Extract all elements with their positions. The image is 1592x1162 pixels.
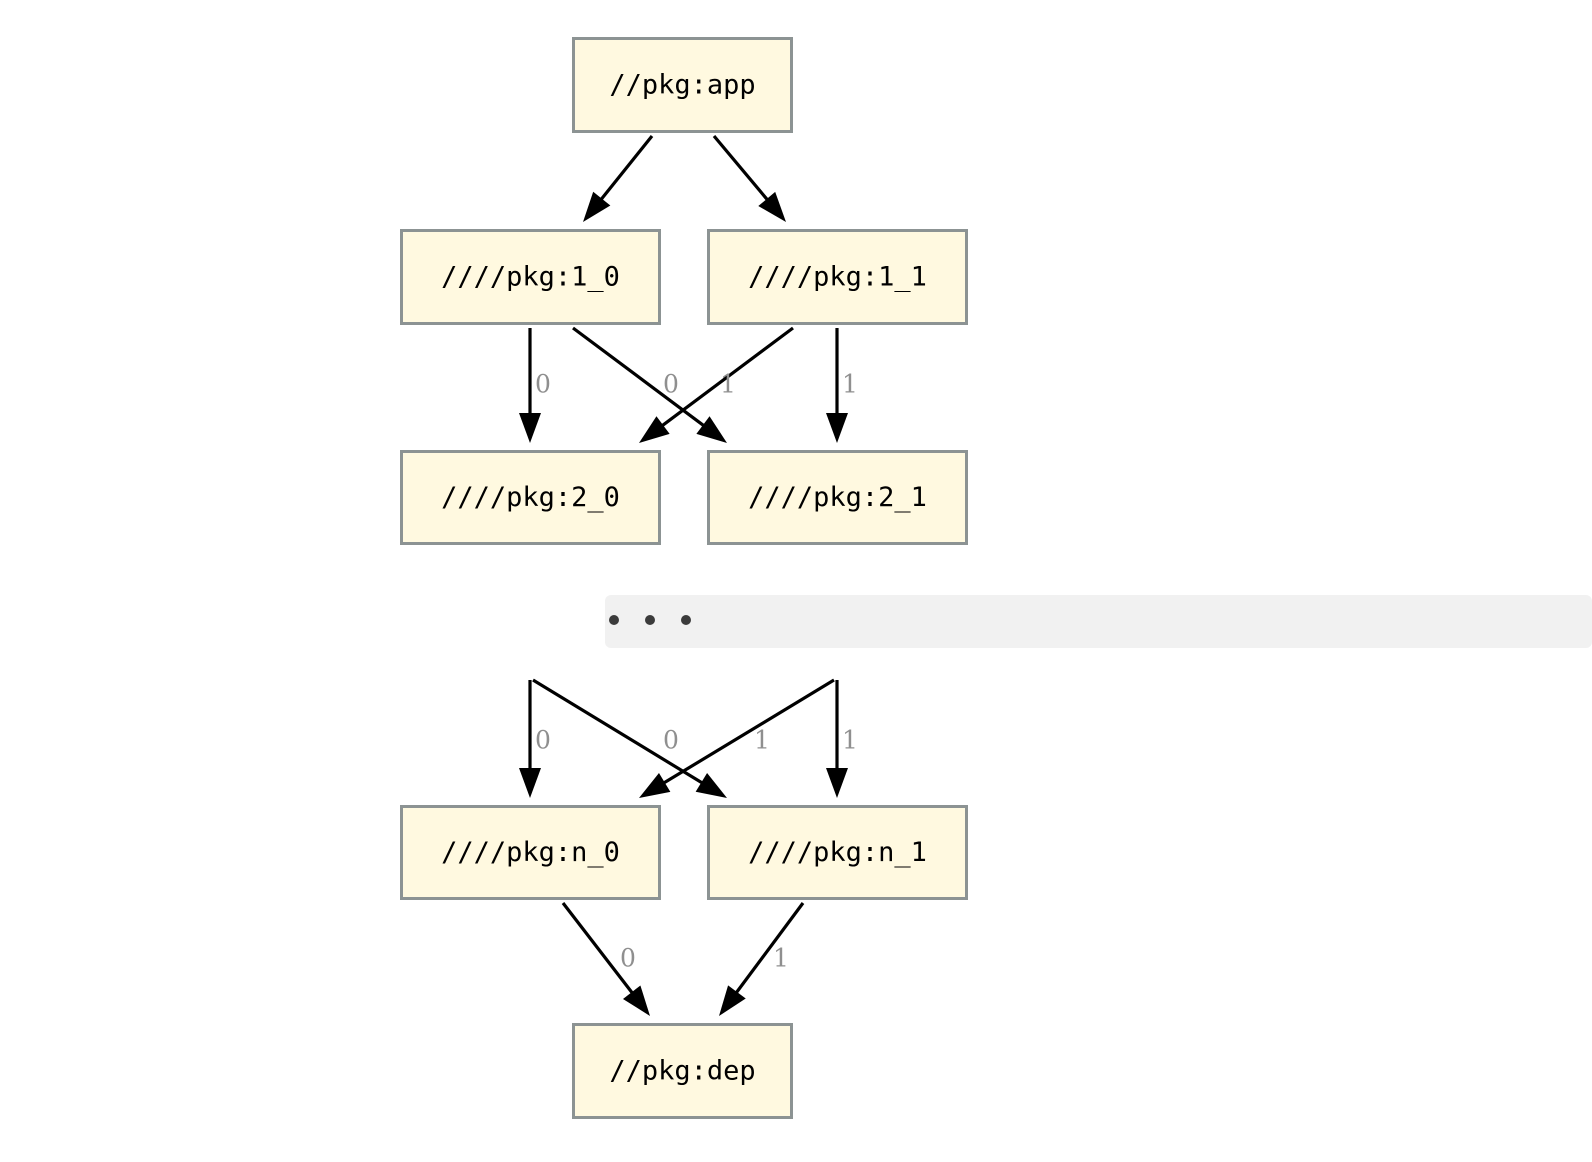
- node-box[interactable]: [707, 450, 968, 545]
- edge-label: 1: [773, 944, 789, 973]
- graph-node-l1_0[interactable]: ////pkg:1_0: [400, 229, 661, 325]
- graph-edge: 1: [639, 678, 835, 798]
- edge-label: 0: [663, 726, 679, 755]
- ellipsis-dot: [681, 615, 691, 625]
- ellipsis-band: [605, 595, 1592, 648]
- graph-edge: 0: [561, 902, 650, 1016]
- edge-line: [658, 326, 794, 429]
- node-label: ////pkg:2_0: [441, 482, 620, 513]
- graph-edge: 0: [532, 678, 727, 798]
- edge-label: 0: [535, 370, 551, 399]
- graph-node-dep[interactable]: //pkg:dep: [572, 1023, 793, 1119]
- edge-arrowhead: [583, 191, 611, 222]
- edge-arrowhead: [826, 413, 848, 443]
- graph-edge: [583, 134, 654, 222]
- graph-edge: 1: [826, 680, 858, 798]
- graph-edge: 0: [519, 328, 551, 443]
- edge-arrowhead: [622, 985, 650, 1016]
- ellipsis-dot: [645, 615, 655, 625]
- graph-node-ln_1[interactable]: ////pkg:n_1: [707, 805, 968, 900]
- graph-node-l2_0[interactable]: ////pkg:2_0: [400, 450, 661, 545]
- ellipsis-band-group: [605, 595, 1592, 648]
- edge-label: 1: [720, 370, 736, 399]
- edge-arrowhead: [719, 985, 746, 1016]
- graph-edge: 0: [519, 680, 551, 798]
- edge-line: [561, 902, 636, 997]
- edge-label: 1: [842, 370, 858, 399]
- edge-label: 1: [754, 726, 770, 755]
- edge-label: 0: [620, 944, 636, 973]
- node-box[interactable]: [707, 805, 968, 900]
- ellipsis-dot: [609, 615, 619, 625]
- graph-edge: 1: [639, 326, 794, 443]
- graph-edge: [712, 134, 786, 222]
- edge-arrowhead: [758, 191, 786, 222]
- edge-label: 0: [535, 726, 551, 755]
- node-label: ////pkg:1_0: [441, 262, 620, 293]
- graph-edge: 1: [826, 328, 858, 443]
- edge-line: [598, 134, 654, 203]
- edge-label: 0: [663, 370, 679, 399]
- node-box[interactable]: [400, 805, 661, 900]
- edge-arrowhead: [695, 773, 727, 798]
- node-box[interactable]: [572, 37, 793, 133]
- graph-node-l2_1[interactable]: ////pkg:2_1: [707, 450, 968, 545]
- node-label: ////pkg:1_1: [748, 262, 927, 293]
- edge-line: [660, 678, 835, 786]
- node-box[interactable]: [572, 1023, 793, 1119]
- node-label: //pkg:dep: [609, 1056, 755, 1087]
- node-label: ////pkg:n_0: [441, 837, 620, 868]
- edge-line: [532, 678, 706, 786]
- edge-arrowhead: [696, 416, 727, 443]
- node-box[interactable]: [400, 229, 661, 325]
- edge-line: [712, 134, 771, 204]
- node-label: ////pkg:n_1: [748, 837, 927, 868]
- graph-node-l1_1[interactable]: ////pkg:1_1: [707, 229, 968, 325]
- edge-arrowhead: [519, 413, 541, 443]
- edge-arrowhead: [639, 416, 670, 443]
- edge-line: [733, 902, 805, 997]
- edge-arrowhead: [519, 768, 541, 798]
- nodes-group: //pkg:app ////pkg:1_0 ////pkg:1_1 ////pkg:2…: [400, 37, 968, 1119]
- edge-label: 1: [842, 726, 858, 755]
- node-label: //pkg:app: [609, 70, 755, 101]
- edge-arrowhead: [639, 773, 671, 798]
- edge-line: [572, 326, 708, 429]
- graph-edge: 1: [719, 902, 805, 1016]
- node-box[interactable]: [400, 450, 661, 545]
- graph-node-ln_0[interactable]: ////pkg:n_0: [400, 805, 661, 900]
- edge-arrowhead: [826, 768, 848, 798]
- graph-edge: 0: [572, 326, 727, 443]
- node-box[interactable]: [707, 229, 968, 325]
- node-label: ////pkg:2_1: [748, 482, 927, 513]
- graph-node-app[interactable]: //pkg:app: [572, 37, 793, 133]
- edges-group: 0 0 1 1 0 0 1 1 0 1: [519, 134, 858, 1016]
